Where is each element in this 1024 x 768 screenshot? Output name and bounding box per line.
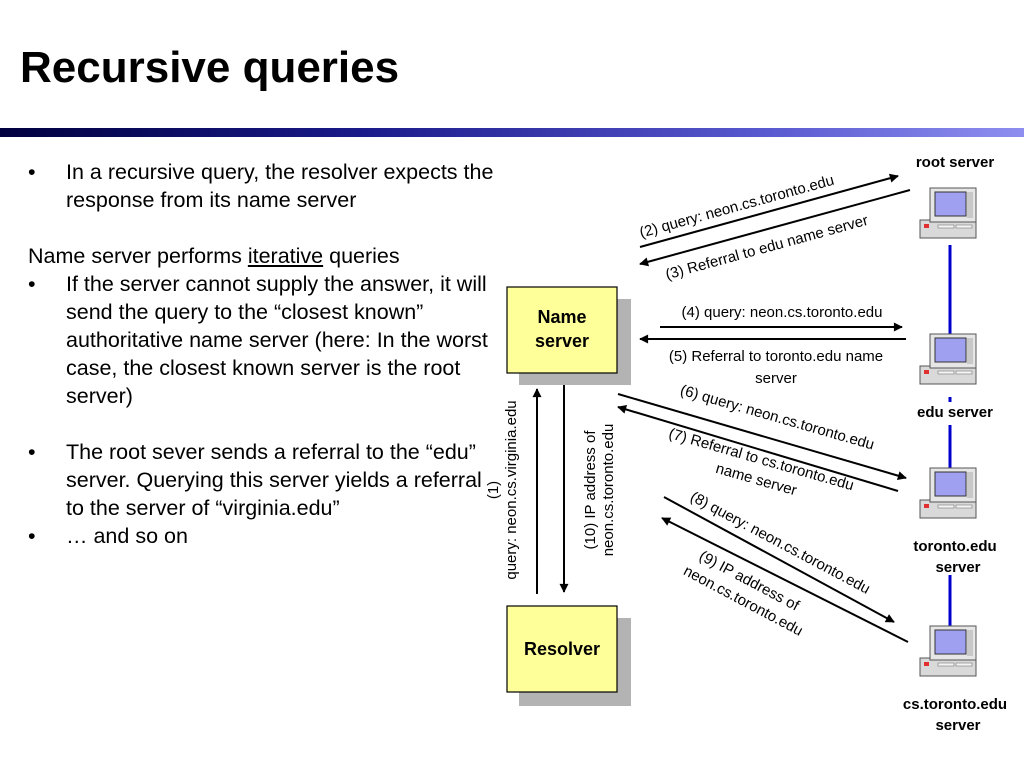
cs-server-label: cs.toronto.edu	[903, 696, 1007, 713]
iterative-term: iterative	[247, 244, 324, 268]
toronto-server-label: toronto.edu	[913, 538, 996, 555]
bullet-marker: •	[28, 440, 36, 464]
root-server-label: root server	[916, 154, 995, 171]
bullet-text: The root sever sends a referral to the “…	[66, 440, 482, 520]
step-10-label-line2: neon.cs.toronto.edu	[600, 424, 617, 557]
arrow-8-query-cs	[663, 496, 895, 623]
bullet-marker: •	[28, 272, 36, 296]
title-divider	[0, 128, 1024, 137]
step-5-label-line2: server	[755, 370, 797, 387]
subheading-suffix: queries	[323, 244, 400, 268]
subheading: Name server performs iterative queries	[28, 242, 498, 270]
step-10-label: (10) IP address of	[582, 430, 599, 550]
subheading-prefix: Name server performs	[28, 244, 248, 268]
name-server-box	[506, 286, 618, 374]
cs-server-computer-icon	[919, 625, 977, 677]
arrow-9-ip-address	[661, 517, 909, 643]
slide-title: Recursive queries	[20, 43, 400, 92]
cs-server-label-line2: server	[935, 717, 980, 734]
arrow-2-query-root	[639, 173, 899, 248]
bullet-item: • If the server cannot supply the answer…	[28, 270, 498, 410]
edu-server-label: edu server	[917, 404, 993, 421]
bullet-marker: •	[28, 160, 36, 184]
bullet-marker: •	[28, 524, 36, 548]
name-server-label-line2: server	[535, 331, 589, 351]
edu-server-computer-icon	[919, 333, 977, 385]
resolver-box	[506, 605, 618, 693]
toronto-server-computer-icon	[919, 467, 977, 519]
bullet-list: • In a recursive query, the resolver exp…	[28, 158, 498, 550]
bullet-text: … and so on	[66, 524, 188, 548]
toronto-server-label-line2: server	[935, 559, 980, 576]
step-1-label-line2: query: neon.cs.virginia.edu	[503, 400, 520, 579]
arrow-3-referral-edu	[639, 189, 911, 267]
bullet-item: • … and so on	[28, 522, 498, 550]
bullet-text: If the server cannot supply the answer, …	[66, 272, 488, 408]
bullet-item: • In a recursive query, the resolver exp…	[28, 158, 498, 214]
root-server-computer-icon	[919, 187, 977, 239]
step-5-label: (5) Referral to toronto.edu name	[669, 348, 883, 365]
resolver-label: Resolver	[524, 639, 600, 659]
bullet-text: In a recursive query, the resolver expec…	[66, 160, 494, 212]
name-server-label: Name	[537, 307, 586, 327]
step-1-label: (1)	[485, 481, 502, 499]
bullet-item: • The root sever sends a referral to the…	[28, 438, 498, 522]
arrow-6-query-toronto	[617, 393, 907, 481]
arrow-7-referral-cs	[617, 405, 899, 492]
step-4-label: (4) query: neon.cs.toronto.edu	[682, 304, 883, 321]
